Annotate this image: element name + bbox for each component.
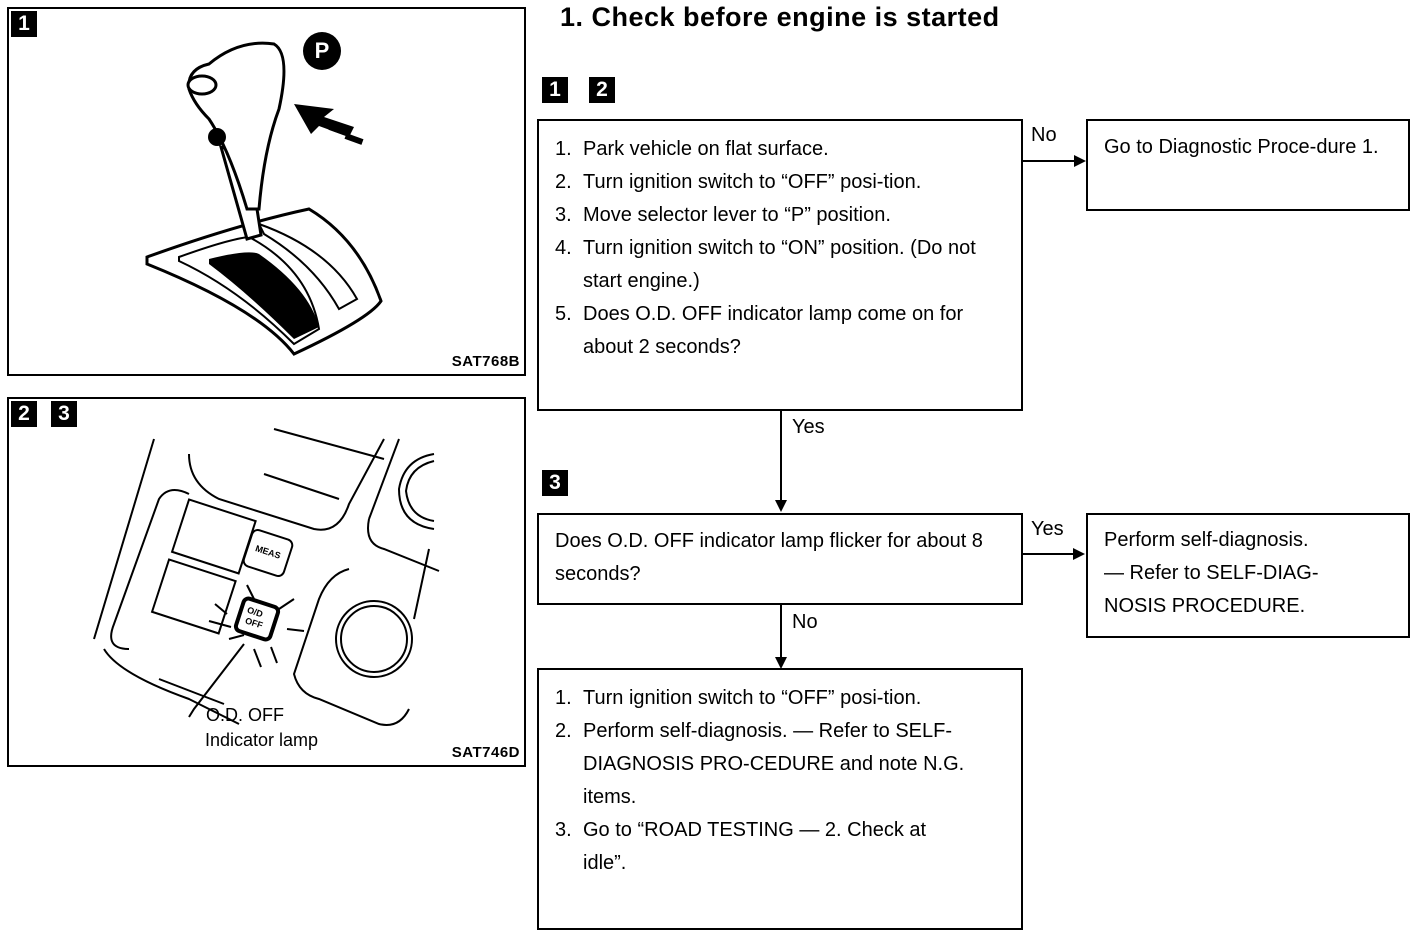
figure-code: SAT746D (451, 744, 520, 761)
diag-step-3: 3.Go to “ROAD TESTING — 2. Check at idle… (555, 819, 927, 874)
diag-step-2: 2.Perform self-diagnosis. — Refer to SEL… (555, 720, 965, 808)
dashboard-switch-illustration (93, 428, 440, 726)
branch-label-yes: Yes (792, 416, 825, 438)
self-diagnosis-box: Perform self-diagnosis. — Refer to SELF-… (1086, 513, 1410, 638)
arrowhead-right-icon (1074, 155, 1086, 167)
figure-code: SAT768B (451, 353, 520, 370)
page-title: 1. Check before engine is started (560, 2, 1000, 32)
park-symbol: P (314, 38, 330, 63)
diag-step-1: 1.Turn ignition switch to “OFF” posi-tio… (555, 687, 922, 709)
check-step-4: 4.Turn ignition switch to “ON” position.… (555, 237, 976, 292)
step-badge-2: 2 (589, 77, 615, 103)
arrowhead-right-icon (1073, 548, 1085, 560)
connector-yes-1 (780, 411, 782, 501)
check-step-1: 1.Park vehicle on flat surface. (555, 138, 829, 160)
figure-badge-2: 2 (11, 401, 37, 427)
step-badge-1: 1 (542, 77, 568, 103)
connector-no-1 (1023, 160, 1077, 162)
selector-lever-illustration (145, 41, 383, 356)
check-steps-box: 1.Park vehicle on flat surface. 2.Turn i… (537, 119, 1023, 411)
check-step-2: 2.Turn ignition switch to “OFF” posi-tio… (555, 171, 922, 193)
branch-label-no: No (792, 611, 818, 633)
branch-label-no: No (1031, 124, 1057, 146)
step-badge-3: 3 (542, 470, 568, 496)
figure-selector-lever: 1 P SAT768B (7, 7, 526, 376)
park-position-icon: P (303, 32, 341, 70)
figure-od-off-indicator: 2 3 (7, 397, 526, 767)
callout-label-line2: Indicator lamp (205, 730, 319, 750)
connector-no-2 (780, 605, 782, 665)
diagnosis-steps-box: 1.Turn ignition switch to “OFF” posi-tio… (537, 668, 1023, 930)
check-step-5: 5.Does O.D. OFF indicator lamp come on f… (555, 303, 964, 358)
branch-label-yes: Yes (1031, 518, 1064, 540)
figure-badge-1: 1 (11, 11, 37, 37)
check-step-3: 3.Move selector lever to “P” position. (555, 204, 891, 226)
arrowhead-down-icon (775, 657, 787, 669)
figure-badge-3: 3 (51, 401, 77, 427)
flicker-question-box: Does O.D. OFF indicator lamp flicker for… (537, 513, 1023, 605)
arrowhead-down-icon (775, 500, 787, 512)
connector-yes-2 (1023, 553, 1075, 555)
callout-label-line1: O.D. OFF (206, 705, 284, 725)
go-to-procedure-box: Go to Diagnostic Proce-dure 1. (1086, 119, 1410, 211)
